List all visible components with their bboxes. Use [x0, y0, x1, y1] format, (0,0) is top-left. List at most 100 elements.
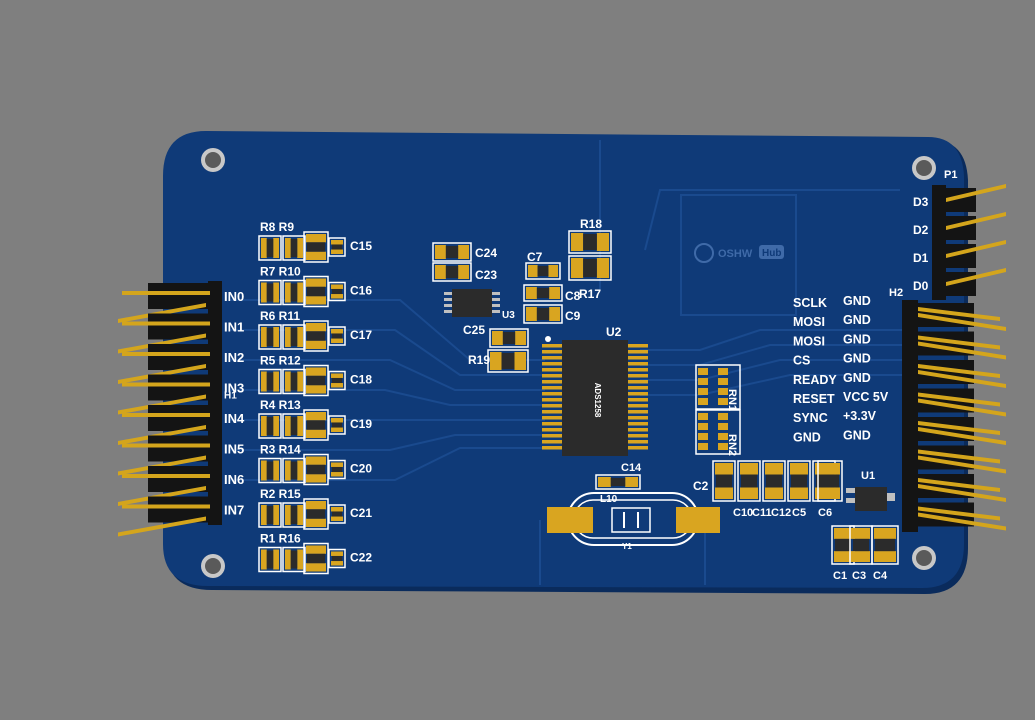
mounting-hole-bottom-right — [912, 546, 936, 570]
mounting-hole-top-right — [912, 156, 936, 180]
label-cap-row-1: C11 — [752, 507, 772, 519]
h2-right-label-7: GND — [843, 428, 871, 442]
ic-u2-marking: ADS1258 — [593, 383, 602, 418]
input-cap-2 — [328, 326, 346, 346]
label-y1: Y1 — [622, 542, 632, 551]
label-cap-row-3: C5 — [792, 507, 806, 519]
input-cap-label-6: C21 — [350, 506, 372, 520]
h1-pin-3 — [118, 374, 210, 415]
cap-row-3 — [787, 460, 811, 502]
resistor-pair-label-2: R6 R11 — [260, 309, 300, 323]
p1-housing — [932, 185, 946, 300]
resistor-b-3 — [282, 368, 306, 395]
label-r17: R17 — [579, 287, 601, 301]
cap-c4 — [871, 525, 899, 565]
resistor-pair-label-4: R4 R13 — [260, 398, 301, 412]
label-u2: U2 — [606, 325, 622, 339]
label-c24: C24 — [475, 246, 497, 260]
input-cap-6 — [328, 504, 346, 524]
label-rn1: RN1 — [726, 389, 738, 411]
h2-pin-row-1 — [918, 331, 1006, 360]
h2-left-label-2: MOSI — [793, 334, 825, 348]
label-cap-row-4: C6 — [818, 507, 832, 519]
label-bottom-cap-1: C3 — [852, 570, 866, 582]
input-cap-5 — [328, 459, 346, 480]
resistor-r18 — [568, 230, 612, 254]
cap-c24 — [432, 242, 472, 262]
h2-right-label-5: VCC 5V — [843, 390, 889, 404]
input-cap-3 — [328, 370, 346, 391]
p1-label-0: D3 — [913, 195, 929, 209]
resistor-pair-label-0: R8 R9 — [260, 220, 294, 234]
label-c23: C23 — [475, 268, 497, 282]
input-inductor-0 — [303, 231, 329, 263]
label-c9: C9 — [565, 309, 581, 323]
resistor-network-rn1 — [695, 364, 741, 410]
h2-right-label-3: GND — [843, 352, 871, 366]
h2-left-label-0: SCLK — [793, 296, 827, 310]
h1-pin-6 — [118, 466, 210, 506]
h2-left-label-5: RESET — [793, 392, 835, 406]
resistor-b-7 — [282, 546, 306, 573]
label-cap-row-0: C10 — [733, 507, 753, 519]
resistor-a-0 — [258, 235, 282, 261]
input-cap-label-2: C17 — [350, 328, 372, 342]
label-c25: C25 — [463, 323, 485, 337]
h2-right-label-6: +3.3V — [843, 409, 877, 423]
resistor-a-7 — [258, 546, 282, 573]
cap-c3 — [849, 525, 873, 565]
cap-row-1 — [737, 460, 761, 502]
ic-u2 — [542, 336, 648, 456]
crystal-y1 — [547, 492, 720, 546]
input-inductor-3 — [303, 364, 329, 397]
h1-housing — [208, 281, 222, 525]
resistor-r17 — [568, 255, 612, 281]
p1-pin-3 — [946, 268, 1006, 296]
label-u3: U3 — [502, 310, 515, 321]
p1-ref: P1 — [944, 169, 957, 181]
h1-label-5: IN5 — [224, 442, 244, 457]
label-c7: C7 — [527, 250, 543, 264]
h2-right-label-4: GND — [843, 371, 871, 385]
resistor-a-5 — [258, 457, 282, 484]
cap-c6-body — [817, 460, 843, 502]
input-inductor-1 — [303, 275, 329, 308]
p1-label-1: D2 — [913, 223, 929, 237]
h2-pin-row-6 — [918, 474, 1006, 502]
h2-ref: H2 — [889, 287, 903, 299]
resistor-a-3 — [258, 368, 282, 395]
h1-label-3: IN3 — [224, 381, 244, 396]
resistor-pair-label-1: R7 R10 — [260, 265, 301, 279]
input-cap-1 — [328, 281, 346, 302]
resistor-r19 — [487, 349, 529, 373]
p1-pin-1 — [946, 212, 1006, 240]
p1-pin-2 — [946, 240, 1006, 268]
input-cap-label-5: C20 — [350, 462, 372, 476]
resistor-a-1 — [258, 279, 282, 306]
h2-left-label-6: SYNC — [793, 411, 828, 425]
h2-right-label-2: GND — [843, 332, 871, 346]
h2-left-label-7: GND — [793, 430, 821, 444]
resistor-b-2 — [282, 324, 306, 350]
p1-pin-0 — [946, 184, 1006, 212]
label-r18: R18 — [580, 217, 602, 231]
h1-label-1: IN1 — [224, 320, 244, 335]
resistor-a-6 — [258, 502, 282, 528]
resistor-a-4 — [258, 413, 282, 439]
h2-pin-row-0 — [918, 303, 1006, 331]
input-cap-0 — [328, 237, 346, 257]
h1-ref: H1 — [224, 391, 237, 402]
header-h2: H2SCLKMOSIMOSICSREADYRESETSYNCGNDGNDGNDG… — [793, 287, 1006, 532]
input-cap-label-1: C16 — [350, 284, 372, 298]
regulator-u1 — [846, 487, 895, 511]
cap-c7 — [525, 262, 561, 280]
oshwhub-logo: OSHW Hub — [680, 194, 797, 316]
h2-left-label-1: MOSI — [793, 315, 825, 329]
h2-right-label-0: GND — [843, 294, 871, 308]
input-cap-7 — [328, 548, 346, 569]
resistor-pair-label-3: R5 R12 — [260, 354, 301, 368]
